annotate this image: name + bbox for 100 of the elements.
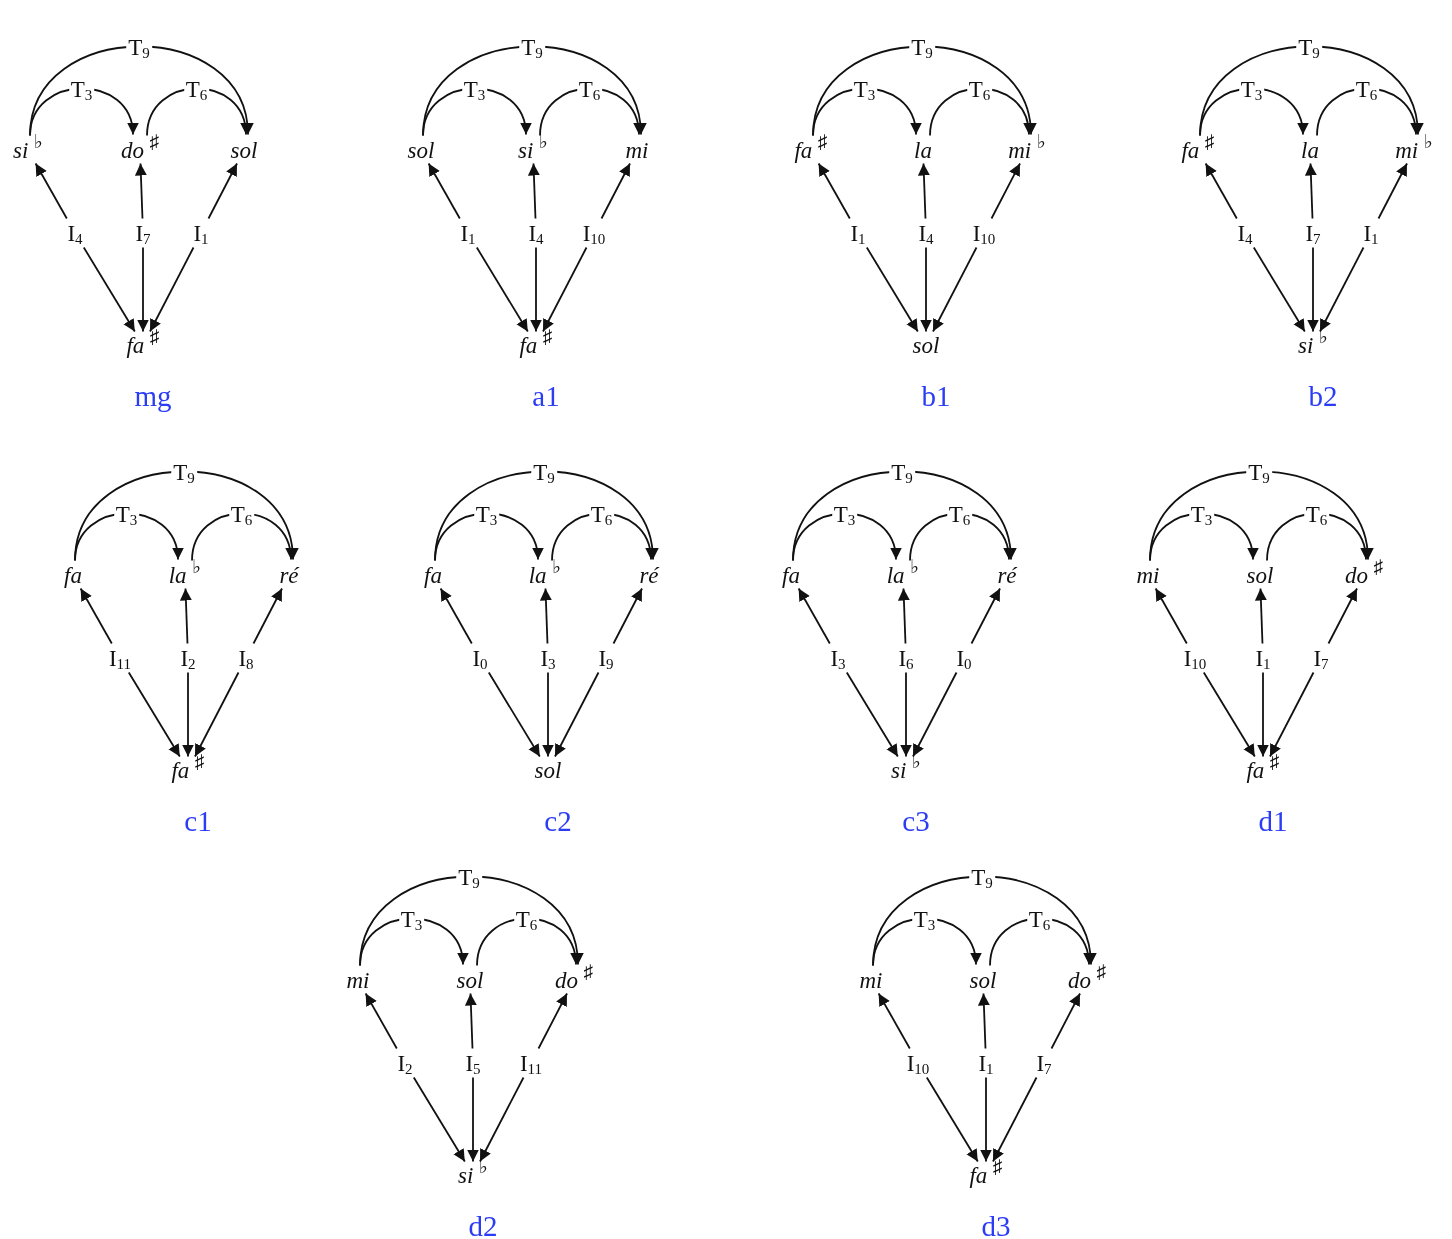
inversion-label: I$_{7}$ bbox=[134, 220, 152, 246]
inversion-label: I$_{5}$ bbox=[464, 1050, 482, 1076]
arrow bbox=[479, 1076, 525, 1163]
arrow bbox=[364, 992, 398, 1050]
inversion-label: I$_{7}$ bbox=[1304, 220, 1322, 246]
arrow bbox=[980, 1076, 992, 1163]
arrow bbox=[527, 162, 540, 220]
inversion-label: I$_{1}$ bbox=[1254, 645, 1272, 671]
note-label: sol bbox=[406, 137, 436, 163]
arrow bbox=[194, 671, 240, 758]
inversion-label: I$_{7}$ bbox=[1035, 1050, 1053, 1076]
arrow bbox=[137, 246, 149, 333]
inversion-label: I$_{7}$ bbox=[1312, 645, 1330, 671]
arrow bbox=[1257, 671, 1269, 758]
arrow bbox=[207, 162, 238, 220]
note-label: si $^{♭}$ bbox=[889, 757, 923, 783]
arrow bbox=[1252, 246, 1306, 333]
inversion-label: I$_{10}$ bbox=[581, 220, 607, 246]
curved-arrow bbox=[359, 875, 583, 967]
note-label: fa bbox=[423, 562, 443, 588]
curved-arrow bbox=[434, 470, 658, 562]
curved-arrow bbox=[1149, 470, 1373, 562]
diagram-caption: a1 bbox=[532, 381, 560, 411]
arrow bbox=[1269, 671, 1315, 758]
inversion-label: I$_{4}$ bbox=[917, 220, 935, 246]
note-label: mi bbox=[858, 967, 884, 993]
arrow bbox=[467, 1076, 479, 1163]
arrow bbox=[537, 992, 568, 1050]
arrow bbox=[82, 246, 136, 333]
inversion-label: I$_{11}$ bbox=[107, 645, 133, 671]
inversion-label: I$_{4}$ bbox=[527, 220, 545, 246]
arrow bbox=[530, 246, 542, 333]
inversion-label: I$_{1}$ bbox=[1362, 220, 1380, 246]
arrow bbox=[134, 162, 147, 220]
inversion-label: I$_{11}$ bbox=[518, 1050, 544, 1076]
arrow bbox=[877, 992, 911, 1050]
arrow bbox=[1202, 671, 1256, 758]
note-label: ré bbox=[278, 562, 300, 588]
arrow bbox=[1307, 246, 1319, 333]
arrow bbox=[600, 162, 631, 220]
arrow bbox=[845, 671, 899, 758]
note-label: sol bbox=[911, 332, 941, 358]
arrow bbox=[977, 992, 990, 1050]
note-label: mi bbox=[624, 137, 650, 163]
inversion-label: I$_{1}$ bbox=[459, 220, 477, 246]
curved-arrow bbox=[1199, 45, 1423, 137]
arrow bbox=[920, 246, 932, 333]
arrow bbox=[1304, 162, 1317, 220]
diagram-caption: b1 bbox=[921, 381, 951, 411]
note-label: ré bbox=[996, 562, 1018, 588]
note-label: la bbox=[913, 137, 933, 163]
note-label: mi bbox=[1135, 562, 1161, 588]
curved-arrow bbox=[872, 875, 1096, 967]
arrow bbox=[817, 162, 851, 220]
note-label: si $^{♭}$ bbox=[1296, 332, 1330, 358]
inversion-label: I$_{0}$ bbox=[955, 645, 973, 671]
arrow bbox=[970, 587, 1001, 645]
note-label: fa bbox=[63, 562, 83, 588]
arrow bbox=[464, 992, 477, 1050]
diagram-caption: b2 bbox=[1308, 381, 1338, 411]
inversion-label: I$_{0}$ bbox=[471, 645, 489, 671]
arrow bbox=[797, 587, 831, 645]
inversion-label: I$_{1}$ bbox=[849, 220, 867, 246]
inversion-label: I$_{2}$ bbox=[396, 1050, 414, 1076]
arrow bbox=[539, 587, 552, 645]
curved-arrow bbox=[74, 470, 298, 562]
inversion-label: I$_{2}$ bbox=[179, 645, 197, 671]
inversion-label: I$_{1}$ bbox=[977, 1050, 995, 1076]
arrow bbox=[149, 246, 195, 333]
diagram-caption: mg bbox=[134, 381, 172, 411]
arrow bbox=[897, 587, 910, 645]
arrow bbox=[412, 1076, 466, 1163]
arrow bbox=[439, 587, 473, 645]
arrow bbox=[34, 162, 68, 220]
arrow bbox=[475, 246, 529, 333]
arrow bbox=[900, 671, 912, 758]
diagram-caption: c2 bbox=[544, 806, 572, 836]
note-label: sol bbox=[1245, 562, 1275, 588]
arrow bbox=[487, 671, 541, 758]
curved-arrow bbox=[29, 45, 253, 137]
arrow bbox=[554, 671, 600, 758]
inversion-label: I$_{10}$ bbox=[971, 220, 997, 246]
diagram-caption: d1 bbox=[1258, 806, 1288, 836]
note-label: sol bbox=[968, 967, 998, 993]
curved-arrow bbox=[422, 45, 646, 137]
note-label: mi bbox=[345, 967, 371, 993]
arrow bbox=[925, 1076, 979, 1163]
arrow bbox=[932, 246, 978, 333]
inversion-label: I$_{8}$ bbox=[237, 645, 255, 671]
arrow bbox=[252, 587, 283, 645]
diagram-caption: c3 bbox=[902, 806, 930, 836]
note-label: fa bbox=[781, 562, 801, 588]
diagram-caption: d2 bbox=[468, 1211, 498, 1239]
inversion-label: I$_{9}$ bbox=[597, 645, 615, 671]
arrow bbox=[182, 671, 194, 758]
arrow bbox=[1154, 587, 1188, 645]
arrow bbox=[542, 246, 588, 333]
inversion-label: I$_{4}$ bbox=[1236, 220, 1254, 246]
inversion-label: I$_{10}$ bbox=[1182, 645, 1208, 671]
arrow bbox=[79, 587, 113, 645]
